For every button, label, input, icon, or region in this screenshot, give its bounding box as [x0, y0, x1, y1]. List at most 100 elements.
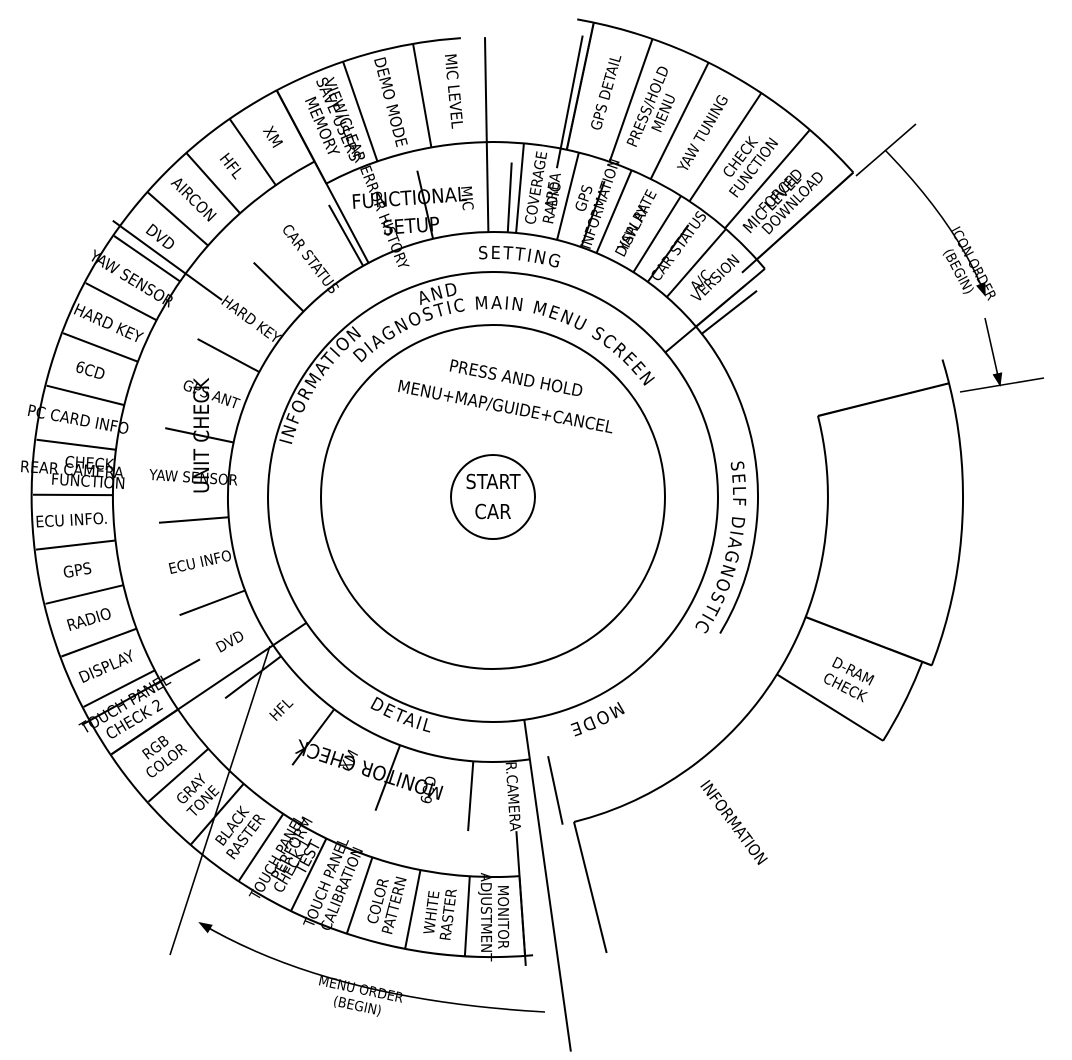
self-diag-item: DVD [213, 627, 248, 657]
setting-outer-divider [688, 92, 763, 202]
monitor-divider [463, 876, 471, 957]
instructions-group: PRESS AND HOLD MENU+MAP/GUIDE+CANCEL [396, 356, 616, 438]
unit-check-inner-arc [112, 160, 316, 711]
unit-check-divider [62, 332, 139, 363]
self-diag-item: HARD KEY [218, 292, 285, 348]
boundary-dram [776, 673, 884, 742]
self-diag-divider [701, 290, 758, 335]
ring-selfdiag-label: SELF DIAGNOSTIC [689, 460, 749, 638]
monitor-divider [147, 748, 210, 803]
self-diag-sub-item: INFORMATION [696, 777, 771, 869]
unit-check-divider [85, 282, 158, 322]
self-diag-item: R.CAMERA [502, 761, 525, 833]
setting-outer-divider [565, 22, 595, 151]
item-dividers [32, 22, 950, 966]
setting-inner-divider [695, 268, 766, 328]
monitor-divider [290, 838, 328, 911]
ring-mode-label: MODE [566, 697, 628, 741]
self-diag-sub-divider [805, 616, 933, 667]
setting-inner-item: AREA [541, 171, 565, 211]
functional-setup-item: DEMO MODE [370, 55, 412, 149]
setting-outer-item: GPS DETAIL [587, 52, 625, 133]
unit-check-divider [36, 438, 117, 451]
monitor-divider [518, 876, 527, 956]
icon-order-arrow-tail [984, 317, 1003, 387]
setting-outer-divider [608, 38, 654, 163]
unit-check-item: 6CD [73, 357, 108, 384]
monitor-divider [111, 708, 179, 756]
unit-check-divider [45, 584, 124, 605]
self-diag-sub-item: CHECK [64, 452, 115, 474]
setting-inner-divider [515, 143, 525, 234]
self-diag-sub-divider [112, 219, 223, 301]
self-diag-divider [197, 338, 260, 373]
boundary-functional-setting [485, 142, 490, 233]
functional-setup-divider [412, 43, 433, 148]
monitor-item: WHITE [420, 889, 443, 935]
sub-items-outer-arc [930, 359, 965, 666]
setting-outer-divider [756, 171, 855, 261]
unit-check-label: UNIT CHECK [190, 377, 214, 494]
setting-inner-divider [595, 169, 633, 254]
icon-order-arrow [884, 149, 986, 297]
self-diag-item: MIC [457, 185, 477, 212]
self-diag-sub-divider [817, 382, 950, 417]
unit-check-item: PC CARD INFO [26, 401, 131, 439]
self-diag-divider [253, 261, 305, 313]
self-diag-item: CAR STATUS [278, 221, 343, 298]
unit-check-item: DISPLAY [76, 646, 138, 687]
unit-check-item: HFL [216, 149, 248, 182]
self-diag-divider [580, 180, 606, 248]
unit-check-item: XM [259, 122, 287, 151]
monitor-item: ADJUSTMENT [477, 873, 495, 963]
boundary-selfdiag-bottom [573, 821, 608, 954]
ring-outer-arc [30, 37, 534, 959]
monitor-divider [404, 869, 422, 949]
setting-outer-divider [649, 62, 710, 180]
icon-order-bottom-line [959, 377, 1045, 393]
self-diag-sub-divider [555, 35, 584, 169]
boundary-monitor-selfdiag [523, 719, 572, 1052]
self-diag-divider [646, 224, 690, 283]
unit-check-divider [46, 384, 125, 407]
unit-check-item: DVD [142, 220, 179, 255]
self-diag-divider [506, 162, 513, 233]
self-diag-item: YAW SENSOR [148, 466, 239, 490]
unit-check-item: RADIO [64, 604, 113, 636]
functional-setup-item: MIC LEVEL [441, 52, 467, 129]
functional-inner-arc [325, 141, 487, 185]
self-diag-divider [374, 744, 402, 812]
start-car-line1: START [465, 470, 521, 494]
self-diag-sub-item: FUNCTION [50, 470, 126, 494]
self-diag-divider [416, 170, 435, 240]
setting-inner-divider [666, 228, 727, 298]
monitor-item: MONITOR [494, 885, 512, 950]
self-diag-divider [328, 204, 365, 267]
self-diag-item: ECU INFO [167, 547, 234, 579]
setting-inner-divider [556, 152, 580, 241]
ring-detail-label: DETAIL [367, 693, 437, 738]
unit-check-item: ECU INFO. [35, 509, 109, 532]
self-diag-divider [224, 655, 282, 700]
unit-check-item: YAW SENSOR [85, 246, 177, 312]
self-diag-divider [179, 589, 246, 617]
ring-core [320, 324, 666, 670]
functional-setup-line2: SETUP [381, 212, 440, 240]
unit-check-divider [35, 539, 116, 551]
unit-check-divider [186, 152, 241, 214]
self-diag-item: HFL [266, 694, 297, 725]
self-diag-mid-arc [573, 415, 829, 823]
menu-order-line [169, 645, 271, 956]
functional-setup-divider [276, 90, 328, 185]
self-diag-divider [467, 761, 475, 832]
self-diag-divider [291, 708, 336, 766]
ring-third-arc [227, 231, 759, 763]
monitor-inner-arc [177, 708, 520, 878]
menu-order-arrow [198, 921, 546, 1013]
setting-inner-divider [632, 195, 682, 273]
unit-check-divider [229, 118, 277, 186]
self-diag-outer-arc [882, 661, 924, 742]
ring-mid [267, 271, 719, 723]
setting-inner-arc [486, 141, 766, 270]
